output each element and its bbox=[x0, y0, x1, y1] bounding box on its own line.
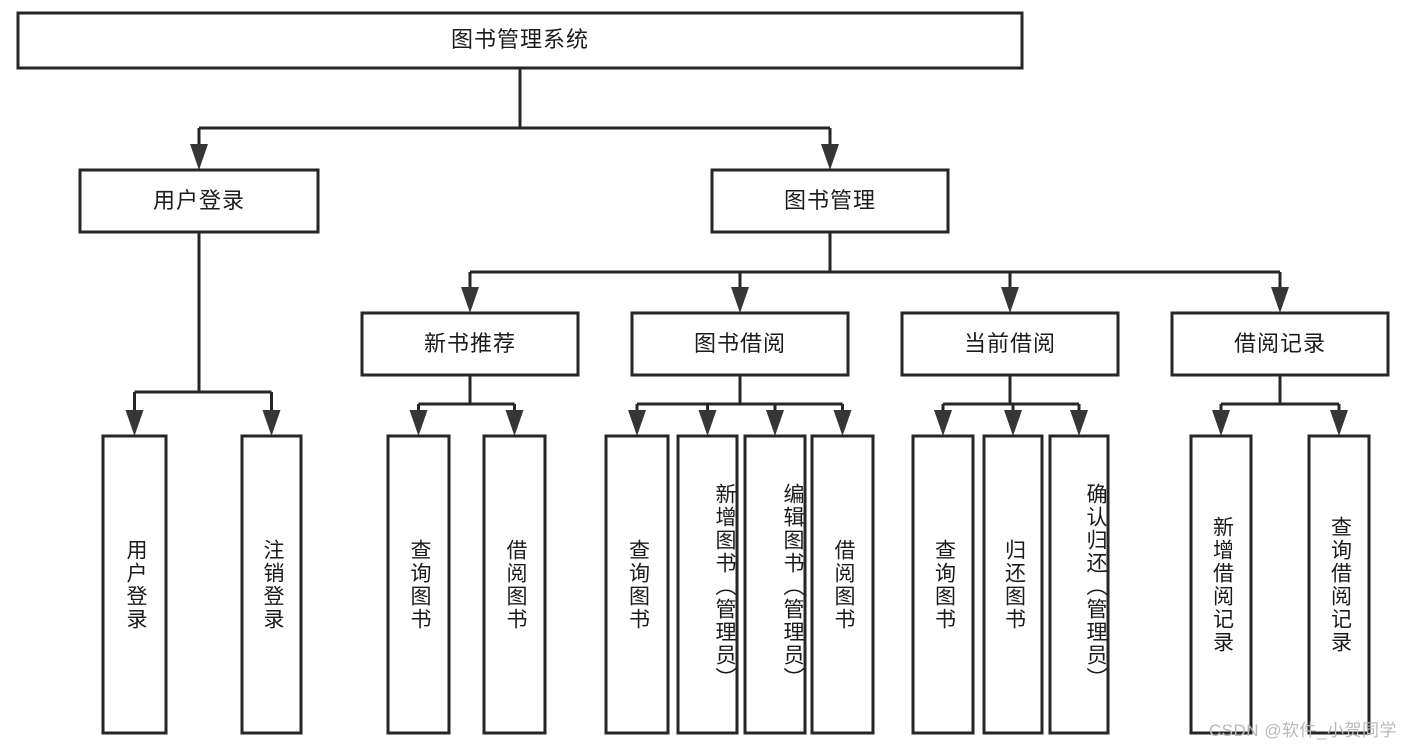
node-box-book-management[interactable] bbox=[710, 168, 950, 234]
node-box-leaf-query-book-c[interactable] bbox=[911, 434, 975, 735]
arrow-head-icon bbox=[1330, 410, 1348, 436]
node-box-leaf-borrow-book-b[interactable] bbox=[810, 434, 875, 735]
arrow-head-icon bbox=[262, 410, 281, 436]
node-box-new-book-recommend[interactable] bbox=[360, 311, 580, 377]
arrow-head-icon bbox=[934, 410, 952, 436]
arrow-head-icon bbox=[766, 410, 784, 436]
node-box-user-login[interactable] bbox=[78, 168, 320, 234]
node-box-borrow-record[interactable] bbox=[1170, 311, 1390, 377]
node-box-leaf-confirm-return[interactable] bbox=[1048, 434, 1110, 735]
arrow-head-icon bbox=[125, 410, 144, 436]
arrow-head-icon bbox=[833, 410, 852, 436]
arrow-head-icon bbox=[409, 410, 428, 436]
connector-layer bbox=[125, 68, 1348, 436]
arrow-head-icon bbox=[1271, 287, 1289, 313]
arrow-head-icon bbox=[628, 410, 646, 436]
node-box-leaf-query-book-a[interactable] bbox=[386, 434, 451, 735]
arrow-head-icon bbox=[821, 144, 839, 170]
arrow-head-icon bbox=[505, 410, 524, 436]
arrow-head-icon bbox=[190, 144, 208, 170]
node-box-leaf-logout[interactable] bbox=[240, 434, 303, 735]
node-box-book-borrow[interactable] bbox=[630, 311, 850, 377]
arrow-head-icon bbox=[698, 410, 717, 436]
node-box-leaf-query-book-b[interactable] bbox=[604, 434, 670, 735]
node-box-leaf-user-login[interactable] bbox=[101, 434, 168, 735]
arrow-head-icon bbox=[1212, 410, 1230, 436]
node-box-leaf-add-record[interactable] bbox=[1189, 434, 1253, 735]
arrow-head-icon bbox=[731, 287, 749, 313]
node-box-leaf-borrow-book-a[interactable] bbox=[482, 434, 547, 735]
node-box-leaf-query-record[interactable] bbox=[1307, 434, 1371, 735]
node-box-leaf-edit-book[interactable] bbox=[743, 434, 807, 735]
watermark-text: CSDN @软件_小贺同学 bbox=[1208, 721, 1397, 740]
node-box-current-borrow[interactable] bbox=[900, 311, 1120, 377]
node-box-root[interactable] bbox=[16, 11, 1024, 70]
node-box-leaf-add-book[interactable] bbox=[676, 434, 739, 735]
arrow-head-icon bbox=[461, 287, 479, 313]
node-box-leaf-return-book[interactable] bbox=[982, 434, 1044, 735]
arrow-head-icon bbox=[1070, 410, 1088, 436]
arrow-head-icon bbox=[1001, 287, 1019, 313]
arrow-head-icon bbox=[1004, 410, 1022, 436]
node-box-layer bbox=[16, 11, 1390, 735]
